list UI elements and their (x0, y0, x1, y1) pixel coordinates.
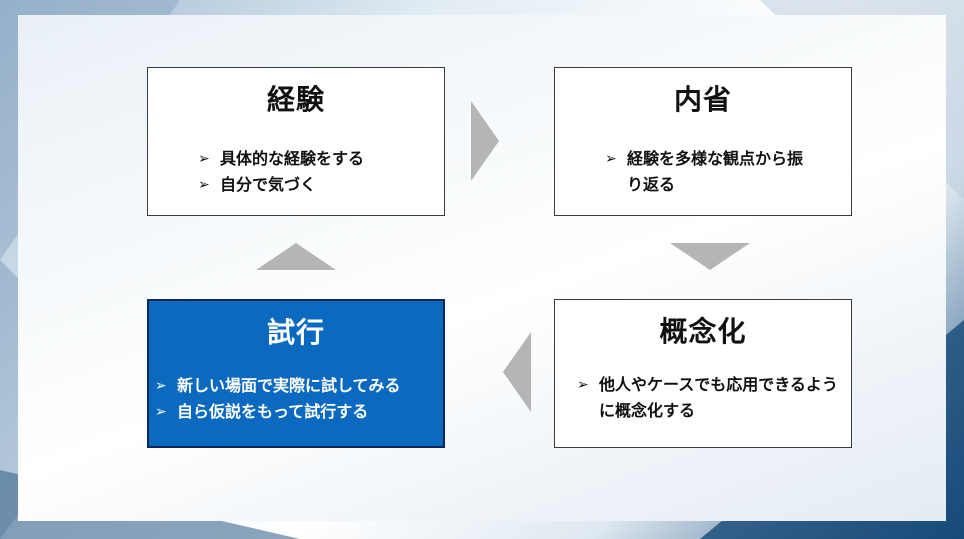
bullet-item: ➢ 経験を多様な観点から振り返る (605, 146, 805, 198)
bullet-list-reflection: ➢ 経験を多様な観点から振り返る (605, 146, 805, 198)
bullet-list-conceptualization: ➢ 他人やケースでも応用できるように概念化する (577, 372, 843, 424)
arrow-bullet-icon: ➢ (155, 404, 167, 420)
bullet-text: 他人やケースでも応用できるように概念化する (599, 375, 838, 420)
bullet-item: ➢ 新しい場面で実際に試してみる (155, 373, 441, 399)
arrow-left-icon (503, 332, 531, 412)
bullet-item: ➢ 具体的な経験をする (198, 146, 434, 172)
cycle-box-experimentation: 試行 ➢ 新しい場面で実際に試してみる ➢ 自ら仮説をもって試行する (147, 299, 445, 448)
bullet-list-experimentation: ➢ 新しい場面で実際に試してみる ➢ 自ら仮説をもって試行する (155, 373, 441, 425)
cycle-box-reflection: 内省 ➢ 経験を多様な観点から振り返る (554, 67, 852, 216)
bullet-item: ➢ 他人やケースでも応用できるように概念化する (577, 372, 843, 424)
arrow-down-icon (670, 243, 750, 270)
arrow-bullet-icon: ➢ (155, 378, 167, 394)
box-title-experimentation: 試行 (266, 316, 325, 349)
cycle-box-experience: 経験 ➢ 具体的な経験をする ➢ 自分で気づく (147, 67, 445, 216)
arrow-bullet-icon: ➢ (577, 377, 589, 393)
bullet-text: 自ら仮説をもって試行する (177, 402, 369, 421)
arrow-bullet-icon: ➢ (198, 151, 210, 167)
bullet-item: ➢ 自分で気づく (198, 172, 434, 198)
box-title-experience: 経験 (266, 83, 325, 116)
bullet-text: 自分で気づく (220, 175, 317, 194)
bullet-text: 経験を多様な観点から振り返る (627, 149, 804, 194)
bullet-text: 新しい場面で実際に試してみる (177, 376, 401, 395)
arrow-up-icon (256, 243, 336, 270)
bullet-item: ➢ 自ら仮説をもって試行する (155, 399, 441, 425)
bullet-list-experience: ➢ 具体的な経験をする ➢ 自分で気づく (198, 146, 434, 198)
cycle-box-conceptualization: 概念化 ➢ 他人やケースでも応用できるように概念化する (554, 299, 852, 448)
arrow-right-icon (471, 101, 499, 181)
bullet-text: 具体的な経験をする (220, 149, 365, 168)
box-title-conceptualization: 概念化 (659, 315, 747, 348)
box-title-reflection: 内省 (673, 83, 732, 116)
arrow-bullet-icon: ➢ (198, 177, 210, 193)
arrow-bullet-icon: ➢ (605, 151, 617, 167)
